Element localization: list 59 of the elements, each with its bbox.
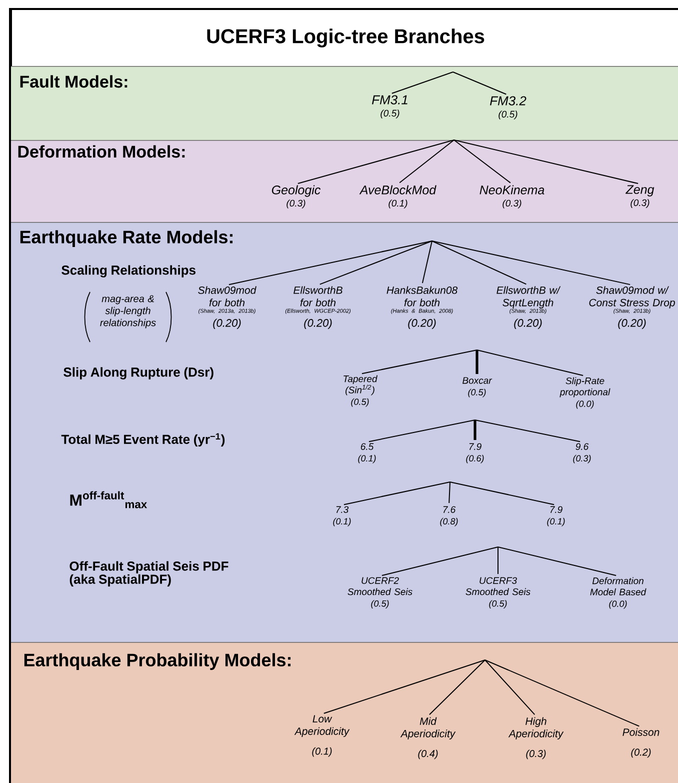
branch-label: Deformation Model Based (0.0) <box>590 577 646 609</box>
branch-line <box>391 72 454 94</box>
branch-line <box>428 660 486 716</box>
branch-label: NeoKinema (0.3) <box>480 185 544 208</box>
note: mag-area & slip-length relationships <box>100 295 156 328</box>
branch-line <box>448 482 450 504</box>
section-heading: Deformation Models: <box>18 145 185 158</box>
branch-line <box>454 140 511 184</box>
title: UCERF3 Logic-tree Branches <box>10 8 678 68</box>
branch-label: Mid Aperiodicity (0.4) <box>400 717 456 760</box>
branch-line <box>432 240 631 286</box>
subheading: Off-Fault Spatial Seis PDF (aka SpatialPDF) <box>70 561 228 586</box>
branch-line <box>381 546 498 576</box>
branch-label: UCERF3 Smoothed Seis (0.5) <box>466 577 530 608</box>
branch-label: High Aperiodicity (0.3) <box>508 717 564 760</box>
branch-label: 7.9 (0.1) <box>547 506 565 526</box>
branch-label: AveBlockMod (0.1) <box>359 185 436 208</box>
branch-line <box>498 546 617 576</box>
branch-label: 7.3 (0.1) <box>333 506 351 526</box>
branch-label: Low Aperiodicity (0.1) <box>294 715 350 757</box>
branch-label: Boxcar (0.5) <box>462 377 492 398</box>
branch-line <box>476 350 584 376</box>
subheading: M$^{off-fault}$max <box>70 491 148 508</box>
branch-line <box>228 240 432 286</box>
branch-line <box>323 660 486 714</box>
branch-label: Poisson (0.2) <box>622 728 660 758</box>
section-heading: Earthquake Probability Models: <box>24 653 291 670</box>
subheading: Scaling Relationships <box>62 265 196 278</box>
branch-label: Tapered (Sin$^{1/2}$) (0.5) <box>344 375 378 407</box>
branch-line <box>476 350 478 374</box>
branch-label: Geologic (0.3) <box>272 185 321 208</box>
branch-line <box>454 140 639 184</box>
branch-label: UCERF2 Smoothed Seis (0.5) <box>348 577 412 608</box>
branch-line <box>484 660 640 727</box>
branch-label: Zeng (0.3) <box>626 185 654 208</box>
branch-line <box>368 420 476 442</box>
branch-line <box>343 482 450 506</box>
branch-line <box>422 240 432 284</box>
branch-label: 6.5 (0.1) <box>358 443 376 464</box>
section-heading: Earthquake Rate Models: <box>20 230 232 247</box>
subheading: Slip Along Rupture (Dsr) <box>64 367 214 380</box>
branch-line <box>399 140 454 184</box>
branch-line <box>474 420 581 442</box>
branch-line <box>297 140 454 184</box>
branch-label: 7.6 (0.8) <box>440 506 458 526</box>
branch-line <box>450 482 555 506</box>
subheading: Total M≥5 Event Rate (yr$^{−1}$) <box>61 433 225 447</box>
branch-line <box>474 420 476 440</box>
branch-label: 7.9 (0.6) <box>466 443 484 464</box>
section-heading: Fault Models: <box>20 75 128 88</box>
branch-label: 9.6 (0.3) <box>573 443 591 464</box>
branch-line <box>432 240 527 285</box>
branch-label: Slip-Rate proportional (0.0) <box>560 377 610 409</box>
branch-line <box>361 350 478 374</box>
branch-label: FM3.1 (0.5) <box>372 95 408 118</box>
branch-line <box>319 240 432 285</box>
branch-line <box>452 72 507 95</box>
branch-line <box>484 660 536 716</box>
branch-label: FM3.2 (0.5) <box>490 96 526 120</box>
